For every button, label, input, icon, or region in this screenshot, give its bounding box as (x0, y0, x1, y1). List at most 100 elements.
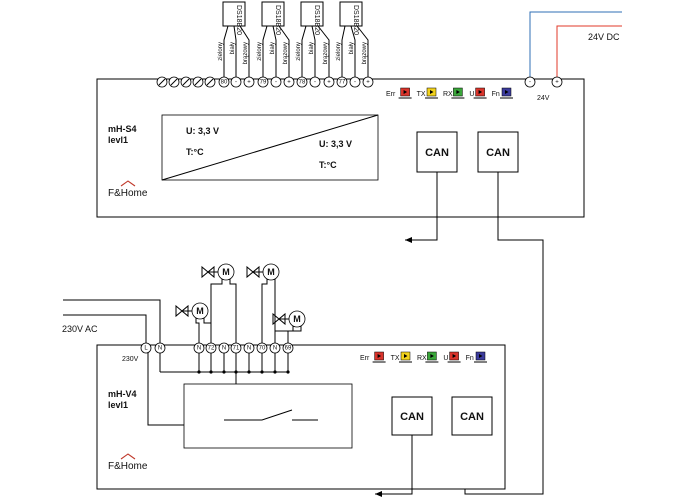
v4-terminal-label: L (144, 346, 148, 352)
s4-terminal-label: - (314, 80, 316, 86)
s4-terminal-label: + (366, 80, 370, 86)
sensor-lead-wire (341, 25, 346, 77)
valve-body-icon (272, 312, 286, 326)
sensor-wire-color-label: biały (270, 42, 276, 54)
valve-motor-icon (217, 263, 235, 281)
v4-relay-switch (224, 409, 318, 421)
module-v4-sub: levl1 (108, 400, 128, 410)
dc-minus-label: - (529, 80, 531, 86)
v4-led-label: Fn (466, 355, 474, 362)
sensor-wire-color-label: biały (349, 42, 355, 54)
sensor-lead-wire (233, 25, 237, 77)
s4-reading-t-1: T:°C (186, 147, 204, 157)
valve-motor-label: M (222, 267, 230, 277)
sensor-lead-wire (223, 25, 229, 77)
v4-can-box-2 (451, 396, 493, 436)
s4-terminal-label: 80 (221, 80, 228, 86)
sensor-lead-wire (301, 25, 307, 77)
s4-reading-t-2: T:°C (319, 160, 337, 170)
module-v4-frame (96, 344, 506, 490)
v4-led-label: TX (391, 355, 400, 362)
module-v4-voltage: 230V (122, 356, 139, 363)
s4-led-label: Err (386, 91, 396, 98)
v4-relay-box (183, 383, 353, 449)
ds18b20-sensor-label: DS18B20 (274, 5, 281, 35)
s4-led-label: U (469, 91, 474, 98)
v4-led-arrow (479, 354, 483, 358)
v4-can-label-1: CAN (400, 411, 424, 423)
valve-body-icon (175, 304, 189, 318)
sensor-wire-color-label: zielony (257, 42, 263, 61)
v4-terminal-label: N (222, 346, 226, 352)
s4-can-label-2: CAN (486, 147, 510, 159)
dc-plus-label: + (555, 80, 559, 86)
v4-led-label: RX (417, 355, 427, 362)
sensor-lead-wire (262, 25, 268, 77)
s4-reading-u-2: U: 3,3 V (319, 139, 352, 149)
can-bus-arrow-1 (405, 237, 412, 243)
sensor-lead-wire (278, 25, 290, 77)
valve-motor-label: M (293, 314, 301, 324)
s4-terminal-screw (158, 78, 166, 86)
s4-led-label: TX (417, 91, 426, 98)
sensor-wire-color-label: brązowy (283, 42, 289, 64)
module-s4-voltage: 24V (537, 95, 550, 102)
valve-lead-wire (229, 279, 237, 343)
s4-terminal-label: - (354, 80, 356, 86)
sensor-lead-wire (350, 25, 356, 77)
v4-can-label-2: CAN (460, 411, 484, 423)
v4-led-label: Err (360, 355, 370, 362)
module-v4-name: mH-V4 (108, 389, 137, 399)
sensor-wire-color-label: biały (309, 42, 315, 54)
s4-led-arrow (478, 90, 483, 94)
v4-led-label: U (443, 355, 448, 362)
s4-terminal-screw (170, 78, 178, 86)
valve-body-icon (246, 265, 260, 279)
s4-reading-u-1: U: 3,3 V (186, 126, 219, 136)
ac-mains-label: 230V AC (62, 324, 98, 334)
module-s4-name: mH-S4 (108, 124, 137, 134)
dc-wire-red (556, 25, 622, 79)
s4-led-arrow (403, 90, 408, 94)
s4-terminal-label: - (235, 80, 237, 86)
sensor-lead-wire (239, 25, 250, 77)
s4-terminal-screw (206, 78, 214, 86)
valve-lead-wire (261, 279, 268, 343)
ds18b20-sensor-label: DS18B20 (235, 5, 242, 35)
v4-internal-line (147, 352, 184, 426)
sensor-wire-color-label: biały (230, 42, 236, 54)
sensor-wire-color-label: brązowy (243, 42, 249, 64)
s4-terminal-label: - (275, 80, 277, 86)
s4-led-label: Fn (492, 91, 500, 98)
sensor-wire-color-label: brązowy (323, 42, 329, 64)
valve-motor-icon (288, 310, 306, 328)
s4-brand-text: F&Home (108, 188, 148, 199)
v4-brand-text: F&Home (108, 461, 148, 472)
s4-led-label: RX (443, 91, 453, 98)
sensor-wire-color-label: brązowy (362, 42, 368, 64)
dc-supply-label: 24V DC (588, 32, 620, 42)
v4-terminal-label: N (158, 346, 162, 352)
v4-terminal-label: 69 (285, 346, 292, 352)
v4-terminal (140, 342, 152, 354)
valve-lead-wire (203, 318, 212, 343)
v4-led-arrow (404, 354, 408, 358)
s4-brand-logo: F&Home (108, 180, 148, 199)
module-s4: 24V DC - + 24V 80-+79-+78-+77-+ DS18B20z… (96, 1, 622, 218)
valve-lead-wire (195, 318, 200, 343)
s4-display-divider (161, 114, 379, 181)
s4-terminal-label: 77 (339, 80, 346, 86)
can-bus-arrow-2 (375, 491, 382, 497)
v4-terminal-label: N (273, 346, 277, 352)
s4-led-arrow (430, 90, 434, 94)
dc-wire-blue (529, 11, 622, 79)
s4-terminal-row: 80-+79-+78-+77-+ (156, 76, 374, 88)
valve-motor-icon (262, 263, 280, 281)
s4-terminal-label: + (327, 80, 331, 86)
v4-brand-logo: F&Home (108, 453, 148, 472)
